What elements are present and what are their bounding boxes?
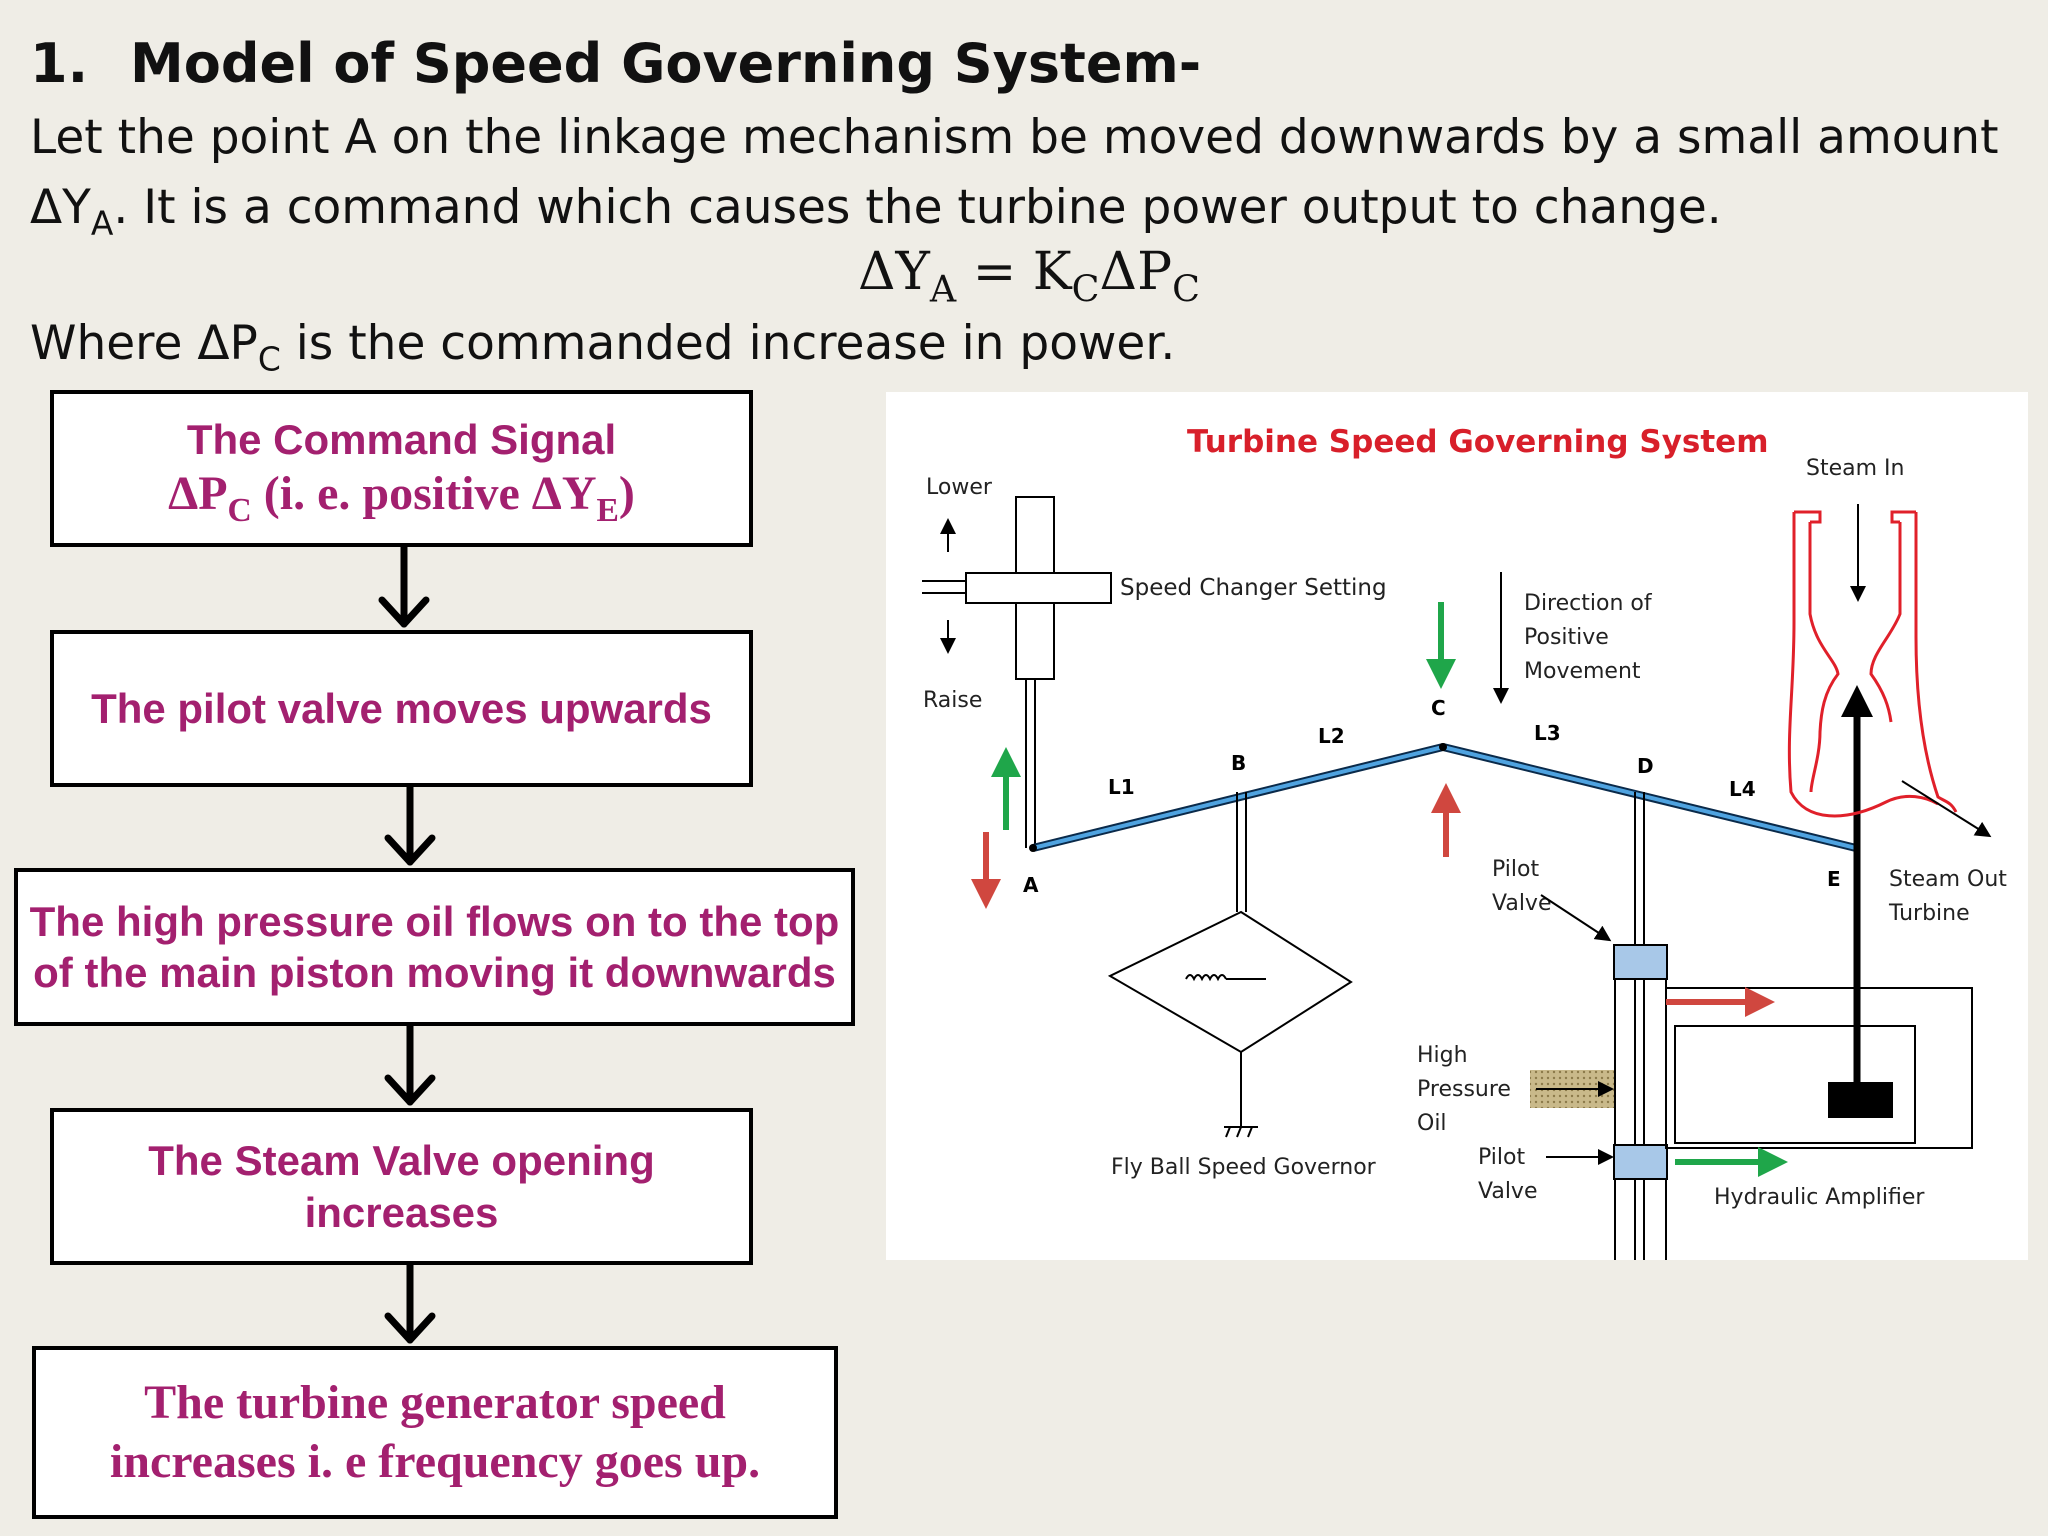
eq-lhs-sub: A xyxy=(929,267,957,311)
diagram-title: Turbine Speed Governing System xyxy=(1187,424,1769,460)
cmd-e-sub: E xyxy=(596,491,619,529)
where-line: Where ΔPC is the commanded increase in p… xyxy=(30,316,1176,375)
command-equation: ΔYA = KCΔPC xyxy=(858,242,1200,307)
flow-box-high-pressure-oil: The high pressure oil flows on to the to… xyxy=(14,868,855,1026)
point-c-label: C xyxy=(1431,696,1446,720)
eq-equals-k: = K xyxy=(956,242,1072,302)
eq-rhs: ΔP xyxy=(1099,242,1173,302)
amplifier-label: Hydraulic Amplifier xyxy=(1714,1185,1925,1210)
point-a-pivot xyxy=(1029,844,1037,852)
lower-label: Lower xyxy=(926,475,993,500)
cmd-end: ) xyxy=(618,466,635,520)
delta-ya-symbol: ΔY xyxy=(30,180,91,235)
hp-oil-label-1: High xyxy=(1417,1043,1468,1068)
eq-k-sub: C xyxy=(1071,267,1100,311)
steam-valve-body xyxy=(1787,510,1958,818)
pilot-valve-top-label-2: Valve xyxy=(1492,891,1552,916)
intro-line-1: Let the point A on the linkage mechanism… xyxy=(30,110,1999,165)
link-l1-label: L1 xyxy=(1108,775,1135,799)
intro-line-2: ΔYA. It is a command which causes the tu… xyxy=(30,180,1722,239)
steam-in-label: Steam In xyxy=(1806,456,1904,481)
turbine-speed-text-2: increases i. e frequency goes up. xyxy=(109,1434,761,1488)
where-sub: C xyxy=(257,339,281,379)
pilot-valve-text: The pilot valve moves upwards xyxy=(91,684,712,732)
direction-label-1: Direction of xyxy=(1524,591,1653,616)
speed-changer-mechanism xyxy=(922,496,1112,848)
flow-box-turbine-speed: The turbine generator speed increases i.… xyxy=(32,1346,838,1519)
flow-box-pilot-valve: The pilot valve moves upwards xyxy=(50,630,753,787)
flow-arrows xyxy=(378,543,436,1344)
flow-arrow-1 xyxy=(378,543,430,628)
point-c-pivot xyxy=(1439,743,1447,751)
pilot-valve-top-pointer xyxy=(1540,894,1612,942)
point-a-label: A xyxy=(1023,873,1039,897)
flow-arrow-2 xyxy=(384,783,436,866)
turbine-speed-text-1: The turbine generator speed xyxy=(144,1375,726,1429)
pilot-valve-bottom-label-2: Valve xyxy=(1478,1179,1538,1204)
flow-box-steam-valve: The Steam Valve opening increases xyxy=(50,1108,753,1265)
intro-text-1: Let the point A on the linkage mechanism… xyxy=(30,110,1999,165)
point-e-label: E xyxy=(1827,867,1841,891)
where-prefix: Where ΔP xyxy=(30,316,258,371)
direction-label-2: Positive xyxy=(1524,625,1609,650)
turbine-speed-governing-diagram: Turbine Speed Governing System Lower Rai… xyxy=(886,392,2028,1260)
cmd-mid: (i. e. positive ΔY xyxy=(251,466,597,520)
hp-oil-label-3: Oil xyxy=(1417,1111,1447,1136)
section-title: Model of Speed Governing System- xyxy=(130,32,1202,95)
flow-arrow-4 xyxy=(384,1261,436,1344)
section-number: 1. xyxy=(30,32,89,95)
cmd-p: ΔP xyxy=(168,466,228,520)
hydraulic-amplifier xyxy=(1665,987,1973,1149)
command-signal-label: The Command Signal xyxy=(186,415,617,463)
flow-box-command-signal: The Command Signal ΔPC (i. e. positive Δ… xyxy=(50,390,753,547)
steam-valve-text-1: The Steam Valve opening xyxy=(148,1137,655,1185)
fly-ball-governor xyxy=(1107,792,1353,1138)
direction-label-3: Movement xyxy=(1524,659,1641,684)
pilot-valve-top-label-1: Pilot xyxy=(1492,857,1539,882)
steam-out-arrow xyxy=(1901,780,1992,838)
link-l4-label: L4 xyxy=(1729,777,1756,801)
point-d-label: D xyxy=(1637,754,1654,778)
eq-lhs: ΔY xyxy=(858,242,930,302)
link-l3-label: L3 xyxy=(1534,721,1561,745)
pilot-valve-assembly xyxy=(1613,792,1668,1260)
hp-oil-label-2: Pressure xyxy=(1417,1077,1511,1102)
delta-ya-subscript: A xyxy=(90,203,114,243)
hp-oil-text-2: of the main piston moving it downwards xyxy=(33,949,836,996)
steam-out-label-2: Turbine xyxy=(1888,901,1970,926)
intro-text-2: . It is a command which causes the turbi… xyxy=(113,180,1722,235)
page-title: 1. Model of Speed Governing System- xyxy=(30,32,1201,95)
cmd-p-sub: C xyxy=(227,491,252,529)
link-l2-label: L2 xyxy=(1318,724,1345,748)
point-b-label: B xyxy=(1231,751,1246,775)
steam-out-label-1: Steam Out xyxy=(1889,867,2007,892)
steam-valve-rod-head xyxy=(1841,685,1873,717)
where-rest: is the commanded increase in power. xyxy=(280,316,1176,371)
governor-label: Fly Ball Speed Governor xyxy=(1111,1155,1377,1180)
flow-arrow-3 xyxy=(384,1022,436,1106)
steam-valve-text-2: increases xyxy=(304,1188,499,1236)
eq-rhs-sub: C xyxy=(1172,267,1200,311)
raise-label: Raise xyxy=(923,688,982,713)
pilot-valve-bottom-label-1: Pilot xyxy=(1478,1145,1525,1170)
hp-oil-text-1: The high pressure oil flows on to the to… xyxy=(29,897,840,945)
command-signal-formula: ΔPC (i. e. positive ΔYE) xyxy=(168,465,635,527)
speed-changer-label: Speed Changer Setting xyxy=(1120,575,1387,601)
